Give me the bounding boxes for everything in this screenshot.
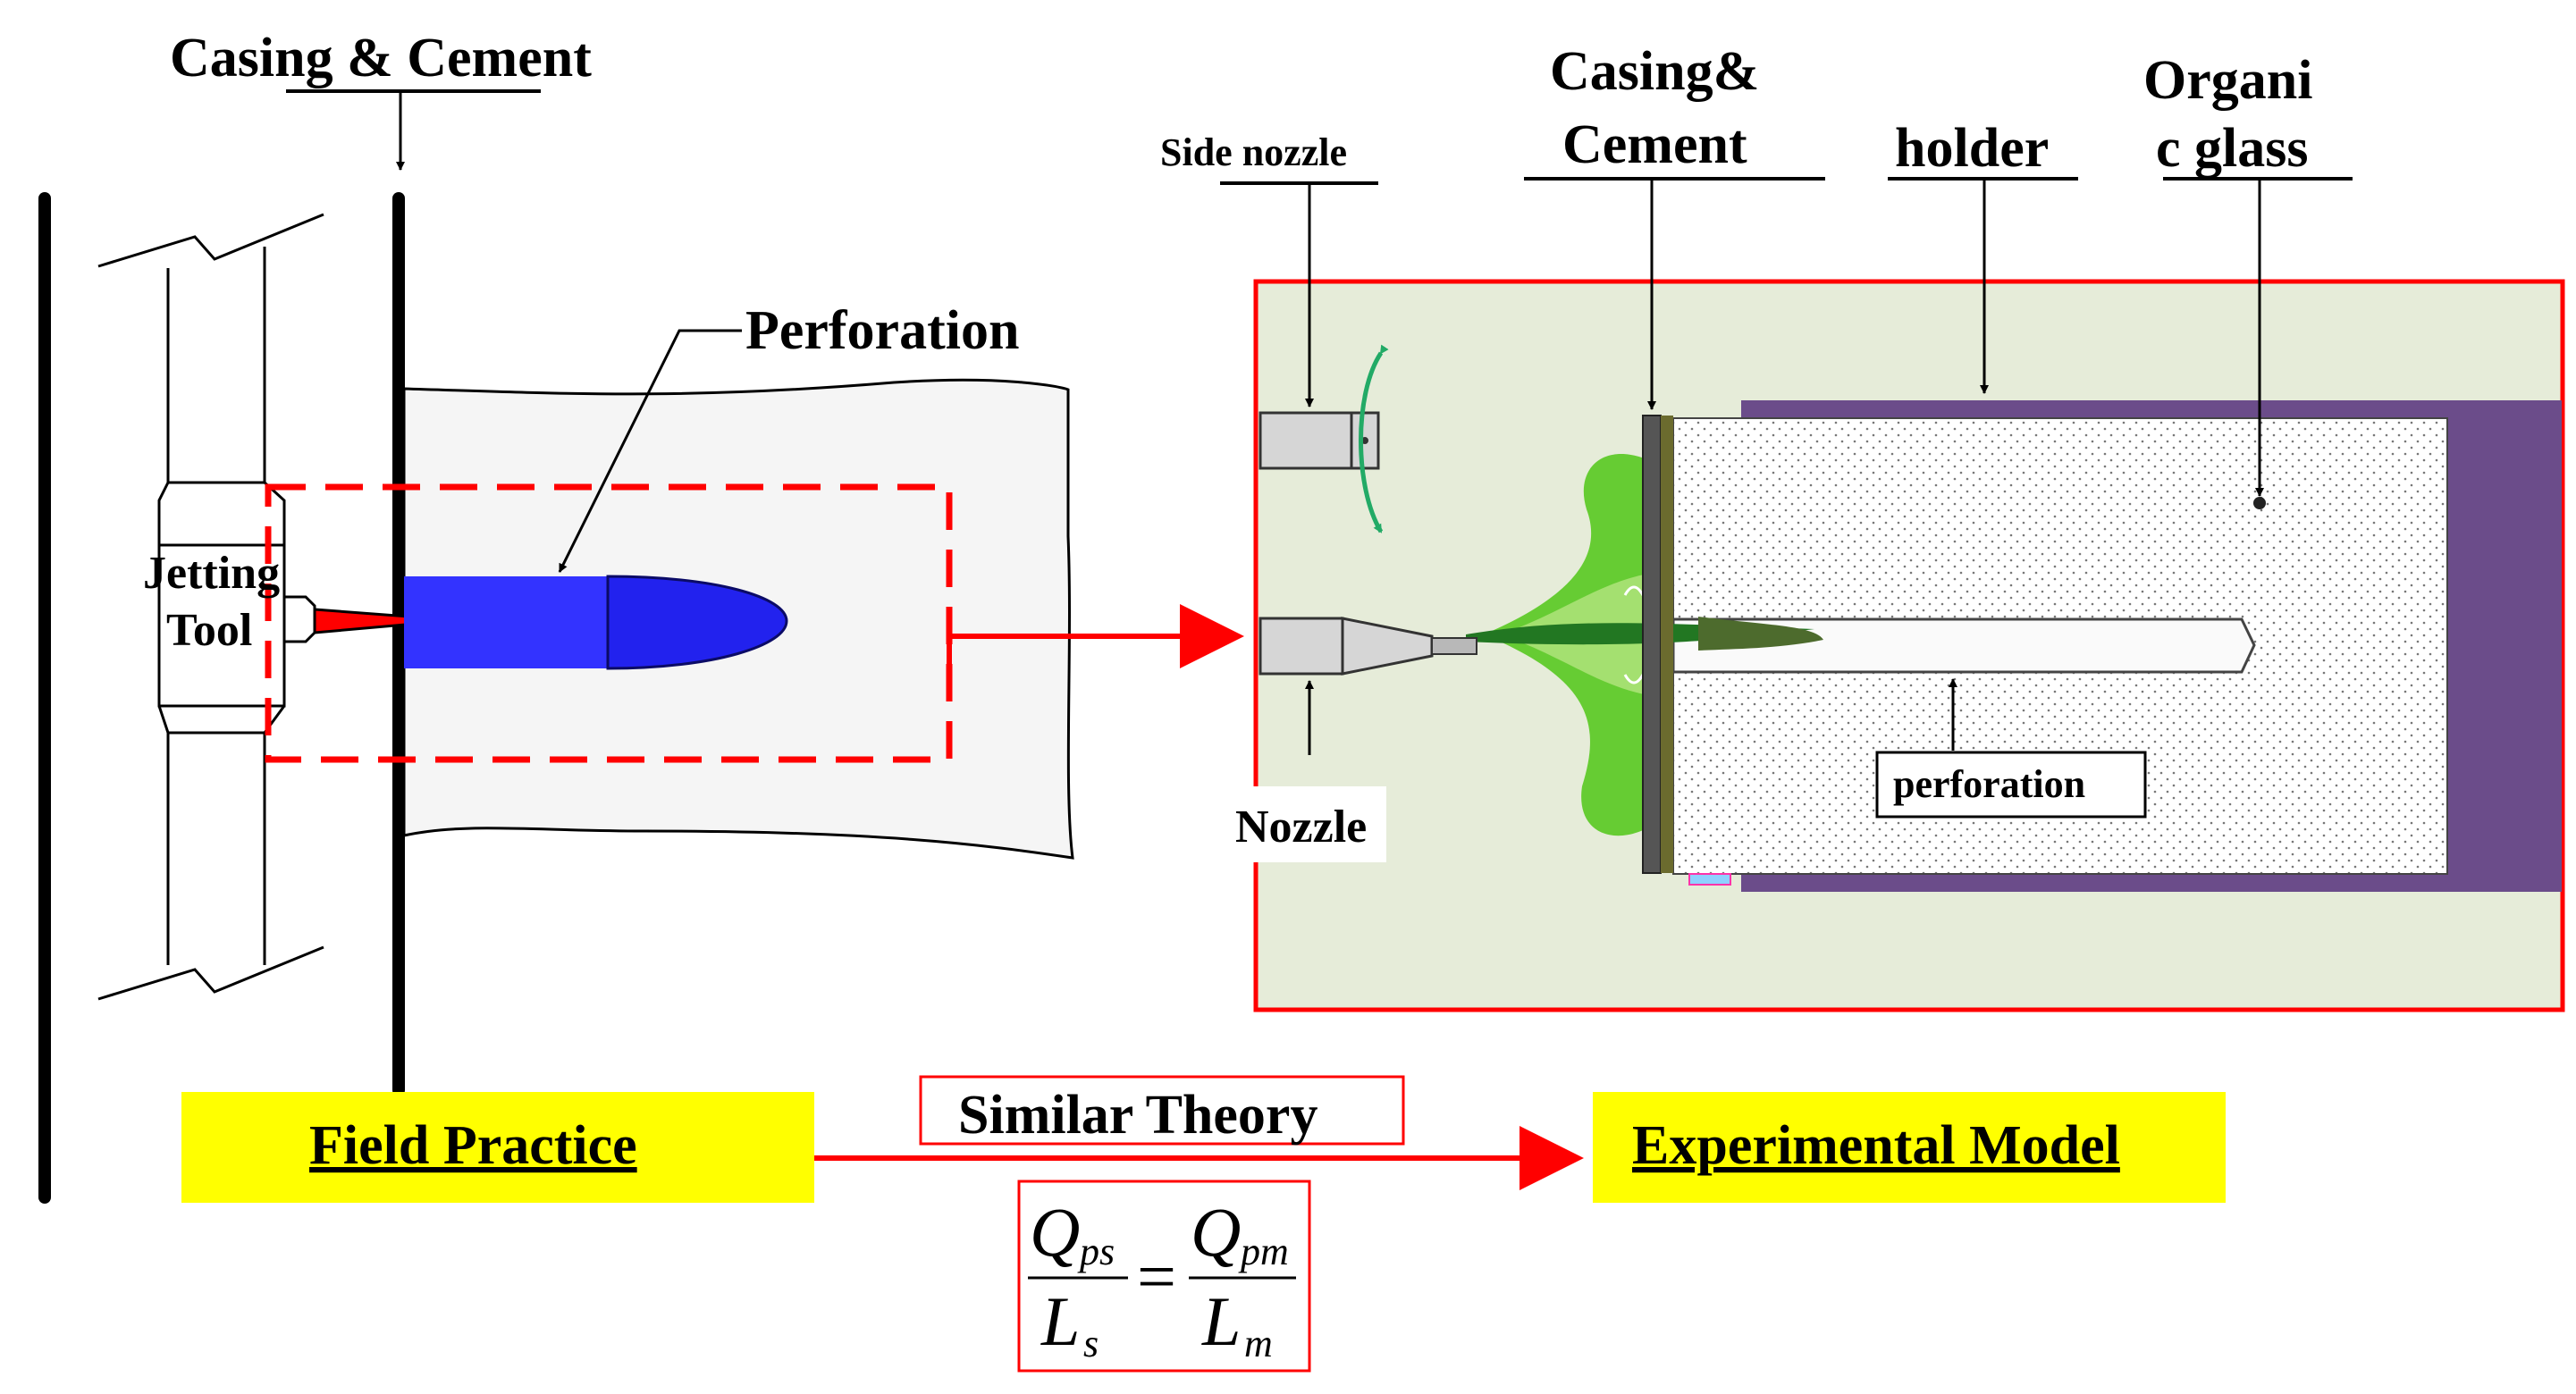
cement-layer bbox=[1661, 416, 1673, 873]
jetting-tool-label-line2: Tool bbox=[166, 605, 252, 656]
perforation-leader bbox=[558, 329, 742, 573]
perforation-label-box bbox=[1875, 751, 2147, 819]
equation-box bbox=[1017, 1180, 1311, 1373]
eq-left-denominator: L bbox=[1040, 1282, 1080, 1360]
eq-right-numerator: Q bbox=[1191, 1193, 1241, 1271]
field-practice-label: Field Practice bbox=[309, 1115, 637, 1176]
organic-glass-label-line1: Organi bbox=[2143, 50, 2312, 111]
organic-glass-label-line2: c glass bbox=[2156, 118, 2309, 179]
casing-cement-label-right-line1: Casing& bbox=[1550, 41, 1759, 102]
tubing-string bbox=[97, 213, 324, 1001]
jetting-tool-label-line1: Jetting bbox=[143, 548, 280, 599]
nozzle-label-bg bbox=[1230, 786, 1386, 862]
experimental-model-label: Experimental Model bbox=[1632, 1115, 2120, 1176]
similar-theory-box bbox=[919, 1075, 1405, 1146]
nozzle-label: Nozzle bbox=[1235, 802, 1367, 852]
jet-nozzle bbox=[282, 595, 316, 643]
field-practice-panel: Perforation Casing & Cement Jetting Tool bbox=[38, 28, 1244, 1204]
nozzle-body bbox=[1259, 617, 1344, 676]
seal-marker bbox=[1688, 873, 1731, 886]
jet-stream bbox=[313, 608, 457, 634]
eq-left-numerator: Q bbox=[1030, 1193, 1080, 1271]
casing-cement-label-right-line2: Cement bbox=[1562, 114, 1747, 175]
casing-plate bbox=[1642, 415, 1662, 874]
holder-bottom-bar bbox=[1741, 874, 2447, 892]
side-nozzle-swing-arrow bbox=[1359, 344, 1389, 533]
jet-tail bbox=[1698, 617, 1823, 651]
eq-left-numerator-sub: ps bbox=[1077, 1230, 1115, 1273]
nozzle-tip bbox=[1431, 637, 1477, 655]
field-practice-box bbox=[181, 1092, 814, 1203]
eq-right-denominator-sub: m bbox=[1244, 1322, 1273, 1365]
similar-theory-label: Similar Theory bbox=[958, 1085, 1317, 1146]
equation: Q ps L s = Q pm L m bbox=[1028, 1193, 1296, 1365]
side-nozzle-label: Side nozzle bbox=[1160, 130, 1347, 174]
eq-operator: = bbox=[1137, 1238, 1176, 1315]
eq-right-denominator: L bbox=[1201, 1282, 1241, 1360]
holder-label: holder bbox=[1895, 118, 2049, 179]
holder-top-bar bbox=[1741, 400, 2447, 418]
holder-end-cap bbox=[2447, 400, 2562, 892]
casing-cement-label-left: Casing & Cement bbox=[170, 28, 592, 88]
eq-right-numerator-sub: pm bbox=[1238, 1230, 1289, 1273]
experimental-model-panel: Side nozzle Casing& Cement holder Organi… bbox=[1160, 41, 2565, 1012]
perforation-label-right: perforation bbox=[1893, 762, 2085, 806]
eq-left-denominator-sub: s bbox=[1083, 1322, 1099, 1365]
nozzle-cone bbox=[1341, 617, 1434, 676]
perforation-label-left: Perforation bbox=[745, 300, 1019, 361]
experimental-model-box bbox=[1593, 1092, 2226, 1203]
bottom-comparison: Field Practice Experimental Model Simila… bbox=[181, 1075, 2226, 1373]
perforation-tip bbox=[606, 575, 788, 670]
organic-glass-point bbox=[2253, 497, 2266, 509]
